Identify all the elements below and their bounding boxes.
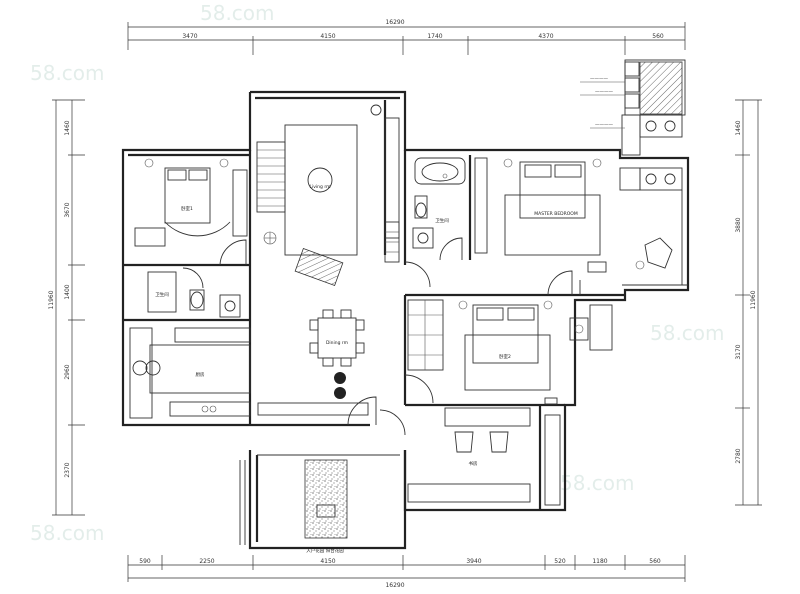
dim-bottom-2: 4150 <box>320 558 335 565</box>
toilet-west: 卫生间 <box>147 267 241 318</box>
room-label-bedroom-mid: 卧室2 <box>499 353 511 360</box>
dim-right-3: 3170 <box>735 344 742 359</box>
room-label-toilet-2: 卫生间 <box>435 217 449 224</box>
caption-entry-garden: 入户花园 阳台花园 <box>306 547 344 554</box>
master-bedroom: MASTER BEDROOM <box>474 157 688 296</box>
dim-bottom-total: 16290 <box>385 582 404 589</box>
watermark: 58.com <box>200 1 275 25</box>
dim-top-4: 560 <box>652 33 664 40</box>
dim-top-1: 4150 <box>320 33 335 40</box>
top-dimension-lines: 16290 3470 4150 1740 4370 560 <box>127 19 686 55</box>
dim-bottom-5: 1180 <box>592 558 607 565</box>
bathroom-east: 卫生间 <box>404 157 466 288</box>
room-label-bedroom-nw: 卧室1 <box>181 205 193 212</box>
dim-top-0: 3470 <box>182 33 197 40</box>
legend-line-0: ———— <box>590 77 609 82</box>
dim-left-4: 2370 <box>64 462 71 477</box>
room-label-master-bedroom: MASTER BEDROOM <box>534 211 578 217</box>
left-dimension-lines: 1460 3670 1400 2960 2370 11960 <box>48 99 85 516</box>
service-area-top-right: ———— ———— ———— <box>580 59 686 156</box>
bottom-dimension-lines: 590 2250 4150 3940 520 1180 560 16290 <box>127 555 686 589</box>
dim-right-2: 11960 <box>750 290 757 309</box>
watermark: 58.com <box>30 61 105 85</box>
dim-left-1: 3670 <box>64 202 71 217</box>
staircase <box>256 141 286 213</box>
interior-walls <box>123 100 625 510</box>
dim-left-total: 11960 <box>48 290 55 309</box>
watermark: 58.com <box>560 471 635 495</box>
room-label-dining: Dining rm <box>326 340 348 346</box>
dim-top-total: 16290 <box>385 19 404 26</box>
dim-bottom-6: 560 <box>649 558 661 565</box>
entry-garden: 入户花园 阳台花园 <box>239 450 407 554</box>
room-label-kitchen: 厨房 <box>196 371 205 378</box>
dim-bottom-0: 590 <box>139 558 151 565</box>
tv-cabinet <box>384 117 400 263</box>
dim-bottom-3: 3940 <box>466 558 481 565</box>
legend-line-1: ———— <box>595 90 614 95</box>
dim-top-2: 1740 <box>427 33 442 40</box>
dim-top-3: 4370 <box>538 33 553 40</box>
right-dimension-lines: 1460 3880 11960 3170 2780 <box>735 99 762 506</box>
kitchen: 厨房 <box>129 327 251 419</box>
dim-left-3: 2960 <box>64 364 71 379</box>
study: 书房 <box>379 407 561 506</box>
room-label-living: Living rm <box>310 184 331 190</box>
bedroom-middle: 卧室2 <box>404 299 613 405</box>
dining-area: Dining rm <box>257 309 377 426</box>
dim-bottom-1: 2250 <box>199 558 214 565</box>
dim-right-0: 1460 <box>735 120 742 135</box>
watermarks: 58.com 58.com 58.com 58.com 58.com <box>30 1 725 545</box>
room-label-toilet-1: 卫生间 <box>155 291 169 298</box>
living-room: Living rm <box>263 104 382 286</box>
dim-left-0: 1460 <box>64 120 71 135</box>
legend-line-2: ———— <box>595 123 614 128</box>
watermark: 58.com <box>650 321 725 345</box>
dim-left-2: 1400 <box>64 284 71 299</box>
watermark: 58.com <box>30 521 105 545</box>
dim-right-4: 2780 <box>735 448 742 463</box>
dim-bottom-4: 520 <box>554 558 566 565</box>
bedroom-northwest: 卧室1 <box>134 158 248 266</box>
dim-right-1: 3880 <box>735 217 742 232</box>
room-label-study: 书房 <box>469 460 478 467</box>
